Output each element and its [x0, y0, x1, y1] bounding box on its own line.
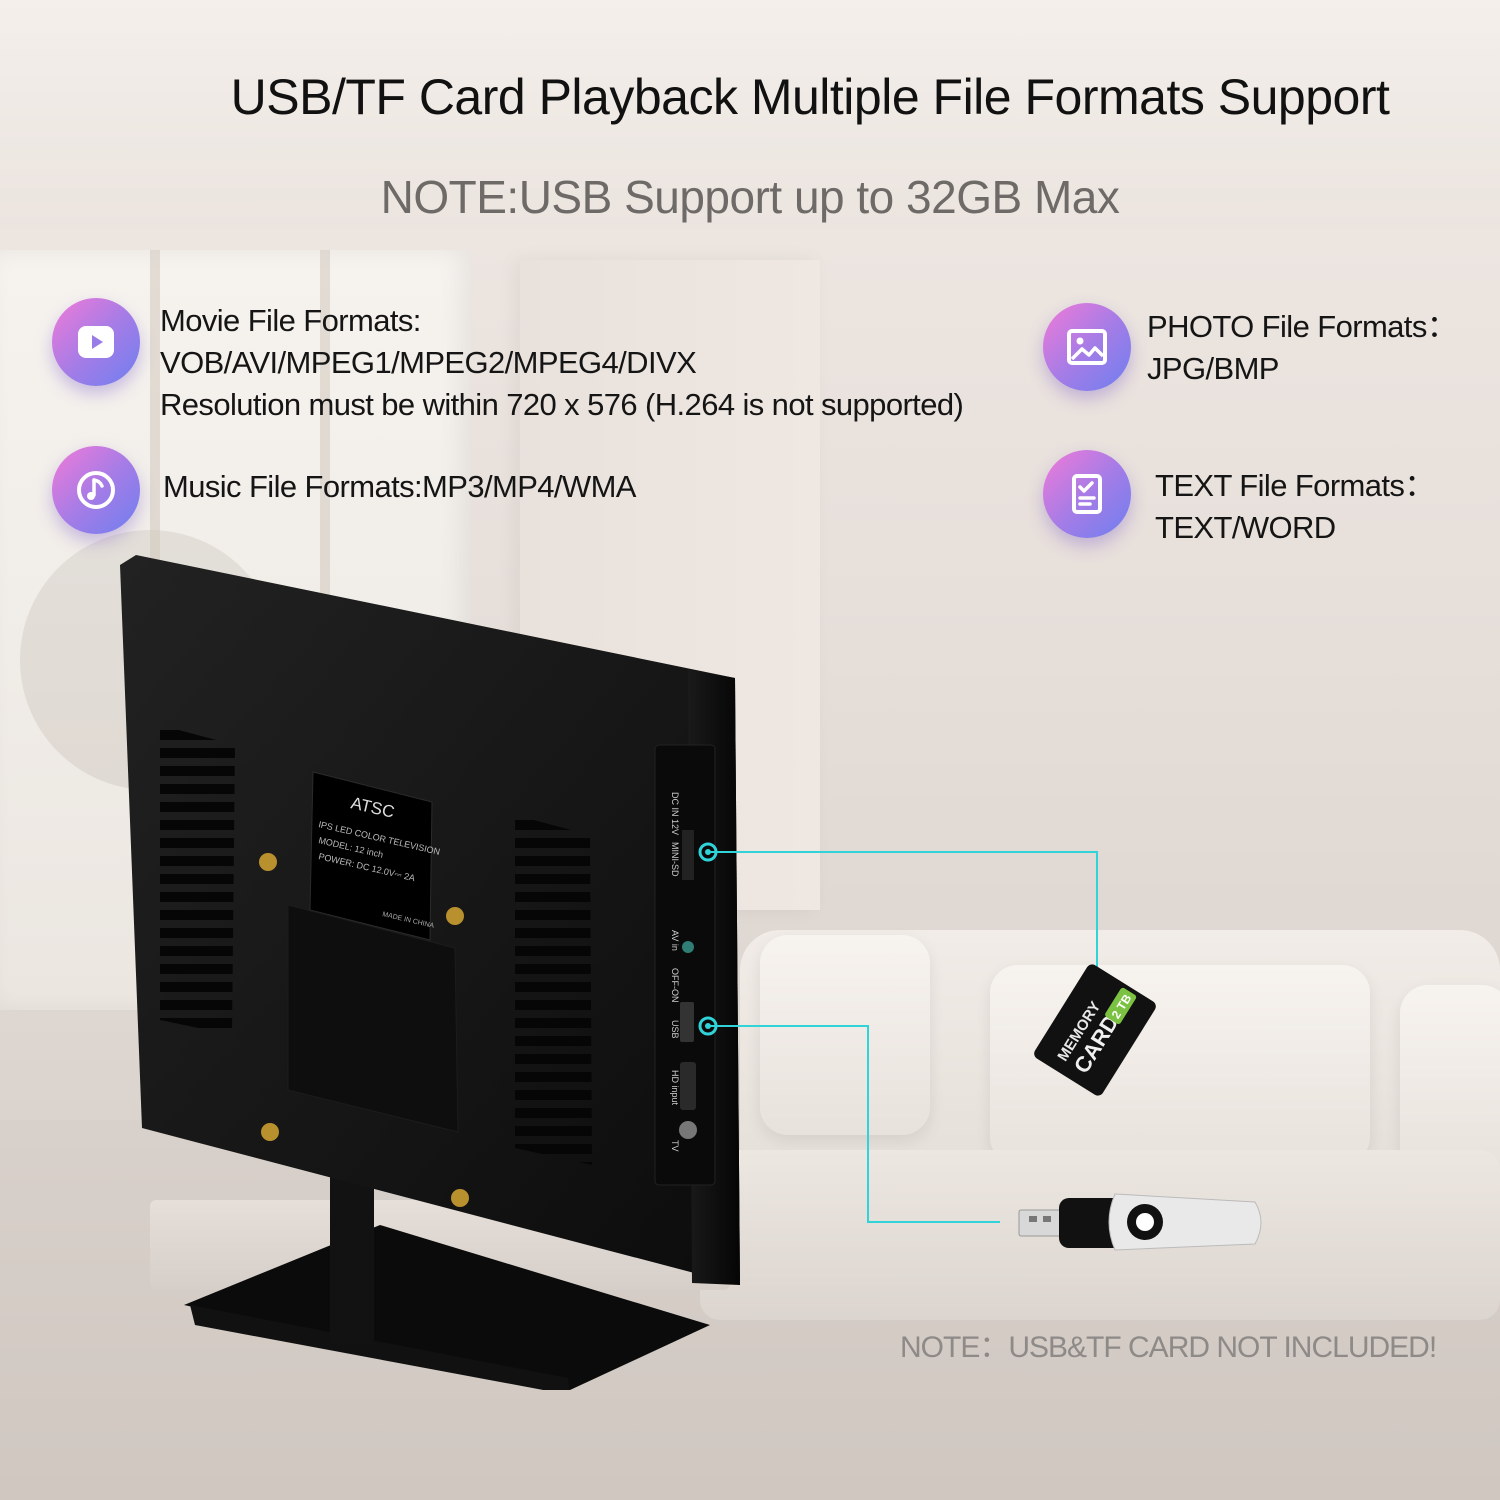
port-label-dc: DC IN 12V [670, 792, 680, 835]
document-icon [1072, 474, 1102, 514]
movie-formats-label: Movie File Formats: [160, 303, 421, 338]
text-formats-label: TEXT File Formats： [1155, 468, 1435, 503]
memory-card-illustration: MEMORY CARD 2 TB [1034, 964, 1156, 1096]
usb-drive-illustration [1018, 1193, 1262, 1251]
port-label-usb: USB [670, 1020, 680, 1039]
music-note-icon [77, 471, 115, 509]
photo-badge [1043, 303, 1131, 391]
port-label-av: AV in [670, 930, 680, 951]
usb-capacity-note: NOTE:USB Support up to 32GB Max [380, 171, 1120, 223]
movie-formats-text: Movie File Formats: VOB/AVI/MPEG1/MPEG2/… [160, 300, 964, 426]
text-badge [1043, 450, 1131, 538]
tv-rear-illustration: ATSC IPS LED COLOR TELEVISION MODEL: 12 … [120, 555, 740, 1390]
movie-resolution-note: Resolution must be within 720 x 576 (H.2… [160, 387, 964, 422]
text-formats-text: TEXT File Formats： TEXT/WORD [1155, 465, 1435, 549]
photo-formats-text: PHOTO File Formats： JPG/BMP [1147, 306, 1458, 390]
music-formats-label: Music File Formats:MP3/MP4/WMA [163, 469, 636, 504]
page-title: USB/TF Card Playback Multiple File Forma… [230, 69, 1390, 125]
photo-formats-label: PHOTO File Formats： [1147, 309, 1458, 344]
not-included-note: NOTE：USB&TF CARD NOT INCLUDED! [900, 1331, 1437, 1364]
port-label-off-on: OFF-ON [670, 968, 680, 1003]
photo-formats-list: JPG/BMP [1147, 351, 1279, 386]
music-badge [52, 446, 140, 534]
port-label-hd: HD input [670, 1070, 680, 1106]
ceiling [0, 0, 1500, 230]
text-formats-list: TEXT/WORD [1155, 510, 1336, 545]
movie-formats-list: VOB/AVI/MPEG1/MPEG2/MPEG4/DIVX [160, 345, 697, 380]
port-label-mini-sd: MINI-SD [670, 842, 680, 877]
movie-badge [52, 298, 140, 386]
image-icon [1067, 329, 1107, 365]
music-formats-text: Music File Formats:MP3/MP4/WMA [163, 466, 636, 508]
port-label-tv: TV [670, 1140, 680, 1152]
play-icon [78, 326, 114, 358]
